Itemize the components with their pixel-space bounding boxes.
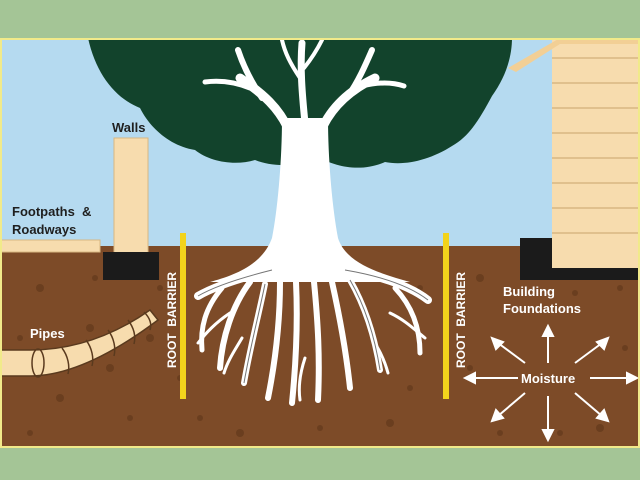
house [508,38,640,280]
walls-label: Walls [112,120,145,135]
root-outlines [197,269,429,384]
footpaths-label-line1: Footpaths & [12,204,91,219]
building-foundations-label-line2: Foundations [503,301,581,316]
root-barrier-diagram: Walls Footpaths & Roadways Pipes ROOT BA… [0,38,640,448]
footpaths-label-line2: Roadways [12,222,76,237]
wall-footing [103,252,159,280]
root-barrier-left-label: ROOT BARRIER [165,272,179,368]
root-barrier-right-bar [443,233,449,399]
tree-trunk-roots [202,38,410,282]
moisture-label: Moisture [521,371,575,386]
building-foundations-label-line1: Building [503,284,555,299]
footpath-slab [0,239,101,253]
root-barrier-right-label: ROOT BARRIER [454,272,468,368]
pipe [0,308,160,378]
diagram-frame: Walls Footpaths & Roadways Pipes ROOT BA… [0,38,640,448]
frame-border [0,38,640,448]
moisture-arrows [462,323,640,443]
root-barrier-left-bar [180,233,186,399]
wall [113,137,149,254]
soil-specks [17,260,628,437]
pipes-label: Pipes [30,326,65,341]
